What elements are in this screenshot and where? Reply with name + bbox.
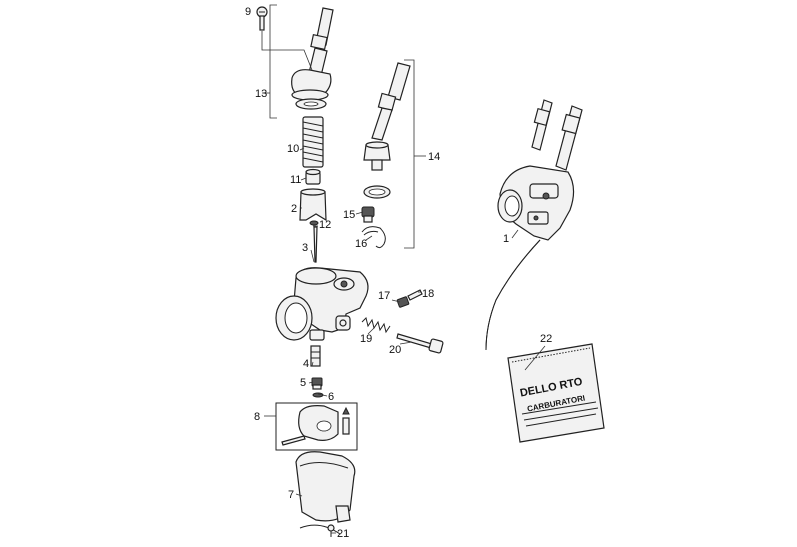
part-8-float-group bbox=[264, 402, 358, 451]
part-7-float-bowl bbox=[295, 451, 356, 535]
callout-17: 17 bbox=[378, 290, 390, 302]
callout-18: 18 bbox=[422, 288, 434, 300]
part-1-carburetor-assembled bbox=[485, 99, 583, 351]
callout-10: 10 bbox=[287, 143, 299, 155]
callout-7: 7 bbox=[288, 489, 294, 501]
part-4-jet bbox=[310, 345, 321, 367]
part-10-spring bbox=[302, 116, 324, 168]
part-9-screw bbox=[256, 6, 313, 71]
part-17-nut bbox=[396, 296, 410, 308]
part-5-main-jet bbox=[311, 377, 323, 390]
callout-8: 8 bbox=[254, 411, 260, 423]
callout-16: 16 bbox=[355, 238, 367, 250]
callout-21: 21 bbox=[337, 528, 349, 540]
callout-11: 11 bbox=[290, 174, 301, 186]
carburetor-body bbox=[275, 267, 369, 341]
part-15-plunger bbox=[361, 206, 375, 223]
callout-20: 20 bbox=[389, 344, 401, 356]
part-13-cable-cover bbox=[262, 4, 334, 119]
part-12-clip bbox=[309, 220, 319, 226]
part-3-needle bbox=[313, 226, 318, 263]
callout-19: 19 bbox=[360, 333, 372, 345]
callout-13: 13 bbox=[255, 88, 267, 100]
part-19-spring bbox=[361, 317, 391, 334]
part-20-idle-screw bbox=[396, 333, 444, 354]
callout-1: 1 bbox=[503, 233, 509, 245]
callout-6: 6 bbox=[328, 391, 334, 403]
callout-labels: 1 2 3 4 5 6 7 8 9 10 11 12 13 14 15 16 1… bbox=[245, 6, 552, 540]
part-21-screw bbox=[327, 524, 335, 537]
callout-12: 12 bbox=[319, 219, 331, 231]
callout-4: 4 bbox=[303, 358, 309, 370]
part-11-retainer bbox=[305, 168, 321, 185]
callout-9: 9 bbox=[245, 6, 251, 18]
callout-15: 15 bbox=[343, 209, 355, 221]
callout-2: 2 bbox=[291, 203, 297, 215]
part-2-throttle-slide bbox=[299, 188, 327, 222]
part-14-choke-assembly bbox=[363, 59, 426, 249]
part-22-bag: DELLO RTO CARBURATORI bbox=[507, 343, 605, 443]
callout-3: 3 bbox=[302, 242, 308, 254]
callout-5: 5 bbox=[300, 377, 306, 389]
part-16-spring-clip bbox=[361, 226, 386, 249]
part-18-screw bbox=[407, 289, 423, 301]
callout-14: 14 bbox=[428, 151, 440, 163]
callout-22: 22 bbox=[540, 333, 552, 345]
leader-lines bbox=[295, 147, 519, 534]
